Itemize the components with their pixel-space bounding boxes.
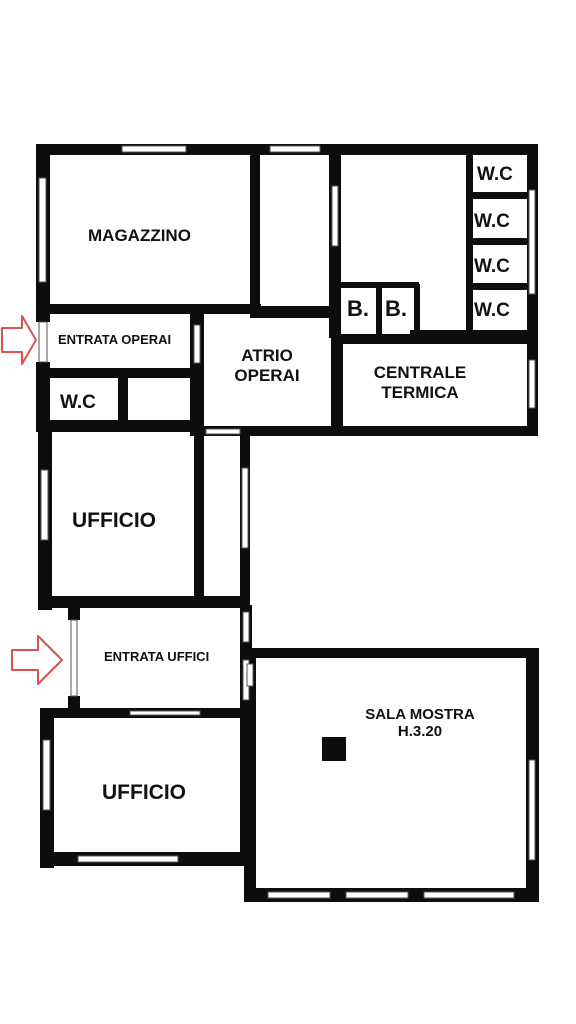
room-label-entrata-operai: ENTRATA OPERAI — [58, 332, 172, 347]
window-sala-bottom-2 — [345, 891, 409, 899]
window-right-wc — [528, 189, 536, 295]
wall-wc-sep-2 — [470, 238, 532, 245]
room-label-centrale-termica: CENTRALE TERMICA — [350, 363, 490, 402]
room-label-wc-3: W.C — [474, 256, 510, 277]
room-label-sala-line2: H.3.20 — [397, 723, 443, 741]
room-label-atrio-line2: OPERAI — [234, 365, 300, 385]
wall-entrata-right — [190, 304, 204, 434]
room-label-wc-1: W.C — [477, 164, 513, 185]
wall-wc-column-left — [466, 150, 473, 333]
room-label-b1: B. — [347, 296, 369, 321]
window-entrata-uffici-right — [242, 611, 250, 643]
wall-wc-bottom — [410, 330, 538, 337]
wall-centrale-top — [331, 334, 538, 344]
window-ufficio1-left — [40, 469, 49, 541]
window-sala-bottom-1 — [267, 891, 331, 899]
windows — [38, 145, 536, 899]
wall-ufficio1-bottom — [38, 596, 250, 608]
window-ufficio2-left — [42, 739, 51, 811]
wall-magazzino-right — [250, 150, 260, 312]
room-label-ufficio-1: UFFICIO — [72, 509, 156, 532]
room-label-sala-line1: SALA MOSTRA — [365, 706, 475, 723]
wall-bottom-left-strip — [36, 420, 196, 432]
wall-atrio-top — [250, 306, 340, 318]
window-corridor — [241, 467, 249, 549]
room-label-wc-2: W.C — [474, 211, 510, 232]
room-label-magazzino: MAGAZZINO — [88, 226, 191, 245]
wall-sala-top — [244, 648, 539, 658]
wall-ufficio1-right — [194, 430, 204, 602]
room-label-wc-4: W.C — [474, 300, 510, 321]
wall-bb-right — [414, 284, 420, 334]
wall-atrio-right — [331, 334, 343, 436]
window-sala-left-top — [246, 663, 254, 687]
window-sala-right — [528, 759, 536, 861]
door-atrio-entrata[interactable] — [193, 324, 201, 364]
wall-magazzino-bottom — [36, 304, 261, 314]
right-arrow-icon — [1, 315, 37, 365]
door-entrata-operai-frame — [38, 321, 48, 363]
window-top-left — [121, 145, 187, 153]
room-label-atrio: ATRIO OPERAI — [225, 346, 309, 385]
room-label-sala-mostra: SALA MOSTRA H.3.20 — [340, 706, 500, 741]
wall-bb-mid — [376, 284, 382, 334]
room-label-b2: B. — [385, 296, 407, 321]
room-label-centrale-line2: TERMICA — [381, 382, 459, 402]
room-label-centrale-line1: CENTRALE — [373, 363, 467, 382]
door-openings — [36, 321, 201, 697]
window-top-mid — [269, 145, 321, 153]
window-atrio-corridor — [205, 428, 241, 435]
room-label-ufficio-2: UFFICIO — [102, 781, 186, 804]
wall-wc-sep-1 — [470, 192, 532, 199]
window-sala-bottom-3 — [423, 891, 515, 899]
wall-wc-left-right — [118, 370, 128, 430]
right-arrow-icon — [11, 635, 63, 685]
window-right-centrale — [528, 359, 536, 409]
room-label-wc-left: W.C — [60, 392, 96, 413]
wall-wc-sep-3 — [470, 283, 532, 290]
door-entrata-uffici-frame — [70, 619, 78, 697]
room-label-entrata-uffici: ENTRATA UFFICI — [104, 649, 210, 664]
wall-sala-left — [244, 648, 256, 902]
window-left-magazzino — [38, 177, 47, 283]
room-label-atrio-line1: ATRIO — [241, 346, 293, 365]
window-entrata-uffici-bottom — [129, 710, 201, 716]
window-ufficio2-bottom — [77, 855, 179, 863]
pillar-square-icon — [322, 737, 346, 761]
wall-bottom-upper — [190, 426, 538, 436]
window-mid-vertical — [331, 185, 339, 247]
